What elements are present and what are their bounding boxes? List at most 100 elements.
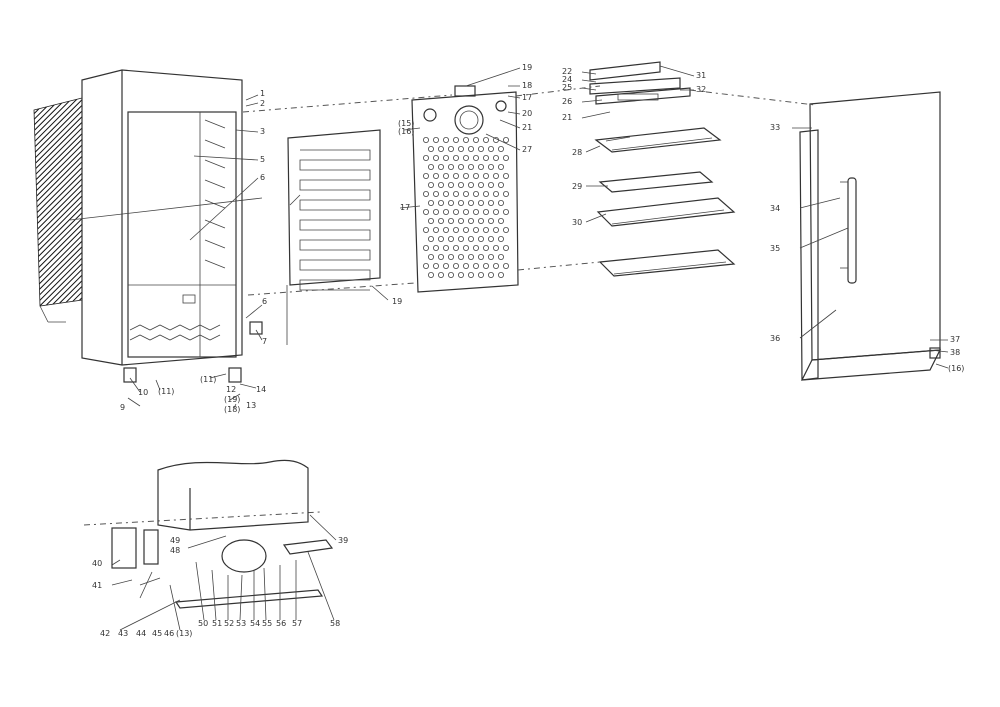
- perforation-hole: [447, 217, 454, 224]
- perforation-hole: [502, 154, 509, 161]
- callout-56: 56: [276, 619, 286, 628]
- callout-2: 2: [260, 99, 265, 108]
- callout-18b: (18): [224, 405, 240, 414]
- callout-12: 12: [226, 385, 236, 394]
- perforation-hole: [472, 136, 479, 143]
- perforation-hole: [492, 262, 499, 269]
- perforation-hole: [452, 208, 459, 215]
- perforation-hole: [452, 262, 459, 269]
- perforation-hole: [502, 226, 509, 233]
- perforation-hole: [502, 190, 509, 197]
- perforation-hole: [487, 199, 494, 206]
- wire-shelves: [594, 127, 736, 277]
- perforation-hole: [497, 235, 504, 242]
- callout-42: 42: [100, 629, 110, 638]
- callout-13b: (13): [176, 629, 192, 638]
- perforation-hole: [432, 136, 439, 143]
- callout-26: 26: [562, 97, 572, 106]
- callout-16: (16): [398, 127, 414, 136]
- perforation-hole: [452, 244, 459, 251]
- perforation-hole: [492, 190, 499, 197]
- perforation-hole: [437, 181, 444, 188]
- perforation-hole: [437, 163, 444, 170]
- perforation-hole: [497, 271, 504, 278]
- perforation-hole: [427, 199, 434, 206]
- alignment-lines: [83, 85, 816, 526]
- callout-45: 45: [152, 629, 162, 638]
- perforation-hole: [462, 136, 469, 143]
- callout-17: 17: [522, 93, 532, 102]
- callout-32: 32: [696, 85, 706, 94]
- perforation-hole: [442, 208, 449, 215]
- perforation-hole: [457, 163, 464, 170]
- callouts: 1 2 3 5 6 6 7 10 9 (11) (11) 14 12 (19) …: [69, 63, 964, 638]
- callout-54: 54: [250, 619, 260, 628]
- perforation-hole: [482, 154, 489, 161]
- perforation-hole: [492, 172, 499, 179]
- perforation-hole: [477, 163, 484, 170]
- callout-6-upper: 6: [260, 173, 265, 182]
- callout-53: 53: [236, 619, 246, 628]
- callout-30: 30: [572, 218, 582, 227]
- callout-28: 28: [572, 148, 582, 157]
- callout-40: 40: [92, 559, 102, 568]
- perforation-hole: [422, 226, 429, 233]
- perforation-hole: [497, 181, 504, 188]
- callout-39: 39: [338, 536, 348, 545]
- perforation-hole: [487, 271, 494, 278]
- perforation-hole: [467, 163, 474, 170]
- perforation-hole: [477, 145, 484, 152]
- perforation-hole: [482, 136, 489, 143]
- perforation-hole: [457, 199, 464, 206]
- perforation-hole: [462, 226, 469, 233]
- callout-51: 51: [212, 619, 222, 628]
- perforation-hole: [487, 181, 494, 188]
- perforation-hole: [477, 199, 484, 206]
- perforation-hole: [422, 190, 429, 197]
- perforation-hole: [492, 226, 499, 233]
- perforation-hole: [442, 154, 449, 161]
- perforation-hole: [487, 217, 494, 224]
- perforation-hole: [502, 244, 509, 251]
- perforation-hole: [427, 253, 434, 260]
- perforation-hole: [472, 190, 479, 197]
- perforation-hole: [502, 172, 509, 179]
- callout-10: 10: [138, 388, 148, 397]
- perforation-hole: [452, 226, 459, 233]
- callout-9: 9: [120, 403, 125, 412]
- perforation-hole: [462, 190, 469, 197]
- perforation-hole: [492, 208, 499, 215]
- perforation-hole: [447, 271, 454, 278]
- perforation-hole: [487, 145, 494, 152]
- callout-20: 20: [522, 109, 532, 118]
- perforation-hole: [457, 271, 464, 278]
- perforation-hole: [482, 262, 489, 269]
- perforation-hole: [432, 172, 439, 179]
- perforation-hole: [427, 235, 434, 242]
- callout-5: 5: [260, 155, 265, 164]
- perforation-hole: [437, 199, 444, 206]
- perforation-hole: [477, 253, 484, 260]
- perforation-hole: [497, 145, 504, 152]
- perforation-hole: [427, 145, 434, 152]
- perforation-hole: [477, 217, 484, 224]
- perforation-hole: [472, 208, 479, 215]
- perforation-hole: [462, 154, 469, 161]
- perforation-hole: [467, 181, 474, 188]
- callout-21: 21: [522, 123, 532, 132]
- perforation-hole: [442, 136, 449, 143]
- perforation-hole: [467, 145, 474, 152]
- perforation-hole: [447, 145, 454, 152]
- back-panel: [411, 85, 519, 293]
- callout-19b: (19): [224, 395, 240, 404]
- callout-22: 22: [562, 67, 572, 76]
- perforation-hole: [502, 208, 509, 215]
- callout-43: 43: [118, 629, 128, 638]
- bottom-hardware: [123, 321, 941, 383]
- callout-14: 14: [256, 385, 266, 394]
- cabinet: [81, 69, 243, 366]
- perforation-hole: [447, 235, 454, 242]
- perforation-hole: [482, 190, 489, 197]
- perforation-hole: [442, 226, 449, 233]
